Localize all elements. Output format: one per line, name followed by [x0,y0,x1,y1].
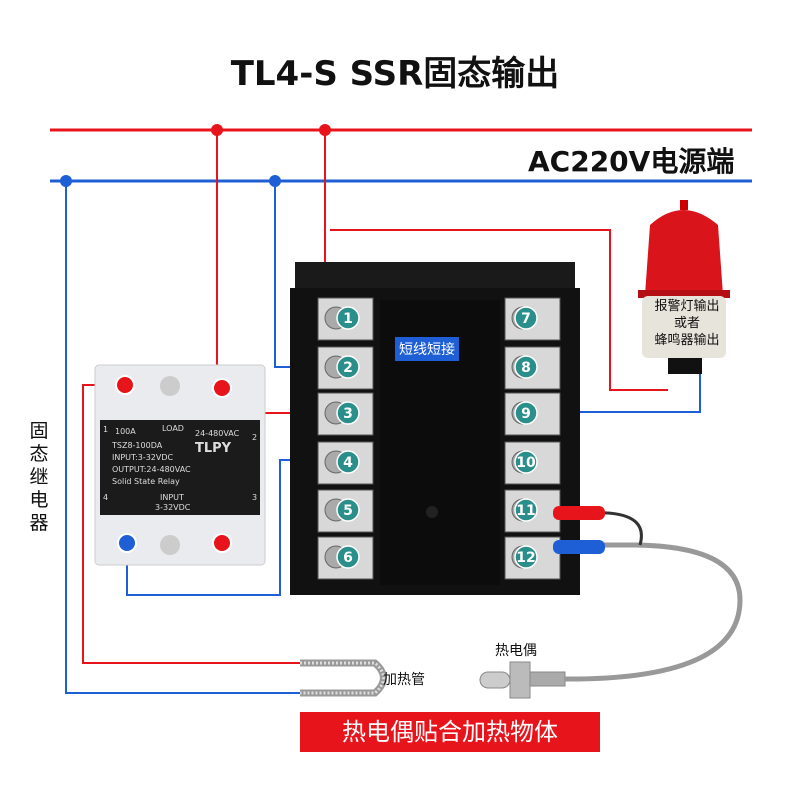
beacon-label: 报警灯输出 或者 蜂鸣器输出 [642,298,732,349]
thermocouple [479,506,743,699]
ssr-brand: TLPY [195,441,232,456]
terminal-number: 2 [343,360,353,376]
beacon-label-line: 或者 [673,316,700,331]
ssr-terminal-3: 3 [252,493,257,502]
terminal-badge [514,401,538,425]
beacon-label-line: 蜂鸣器输出 [654,333,720,348]
ssr-input-range: 3-32VDC [155,503,191,512]
terminal-number: 1 [343,311,353,327]
terminal-number: 7 [521,311,531,327]
terminal-number: 12 [516,550,535,566]
terminal-number: 4 [343,455,353,471]
terminal-badge [336,306,360,330]
ssr-input-label: INPUT [160,493,184,502]
ssr-input: INPUT:3-32VDC [112,453,174,462]
terminal-number: 10 [516,455,536,471]
ssr-terminal-1: 1 [103,425,108,434]
beacon-label-line: 报警灯输出 [654,299,720,314]
terminal-badge [336,355,360,379]
ssr-load-range: 24-480VAC [195,429,240,438]
terminal-badge [336,545,360,569]
thermocouple-label: 热电偶 [495,643,537,659]
wire-neutral-to-heater [65,181,300,694]
terminal-number: 6 [343,550,353,566]
ssr-model: TSZ8-100DA [111,441,163,450]
ssr-rating: 100A [115,427,136,436]
terminal-number: 9 [521,406,531,422]
wire-beacon-to-t9 [526,370,701,413]
terminal-number: 5 [343,503,353,519]
alarm-beacon [638,200,730,374]
ssr-terminal-4: 4 [103,493,108,502]
terminal-badge [514,498,538,522]
solid-state-relay: 100A LOAD 24-480VAC TSZ8-100DA INPUT:3-3… [94,364,266,566]
ssr-label: 固态继电器 [29,420,49,534]
ssr-load: LOAD [162,424,184,433]
wire-live-to-beacon [330,229,668,391]
bottom-note: 热电偶贴合加热物体 [300,712,600,752]
terminal-badge [336,498,360,522]
terminal-number: 3 [343,406,353,422]
terminal-badge [514,450,538,474]
heater-tube [300,659,387,697]
terminal-badge [514,306,538,330]
terminal-badge [336,450,360,474]
page-title: TL4-S SSR固态输出 [230,54,560,94]
short-jumper-label: 短线短接 [395,337,459,361]
ssr-output: OUTPUT:24-480VAC [112,465,191,474]
terminal-badge [514,355,538,379]
power-source-label: AC220V电源端 [528,145,735,178]
terminal-number: 8 [521,360,531,376]
terminal-number: 11 [516,503,535,519]
ssr-terminal-2: 2 [252,433,257,442]
terminal-badge [336,401,360,425]
ssr-type: Solid State Relay [112,477,180,486]
terminal-badge [514,545,538,569]
wires [65,130,701,694]
heater-label: 加热管 [383,672,425,688]
junction-dots [60,124,331,187]
